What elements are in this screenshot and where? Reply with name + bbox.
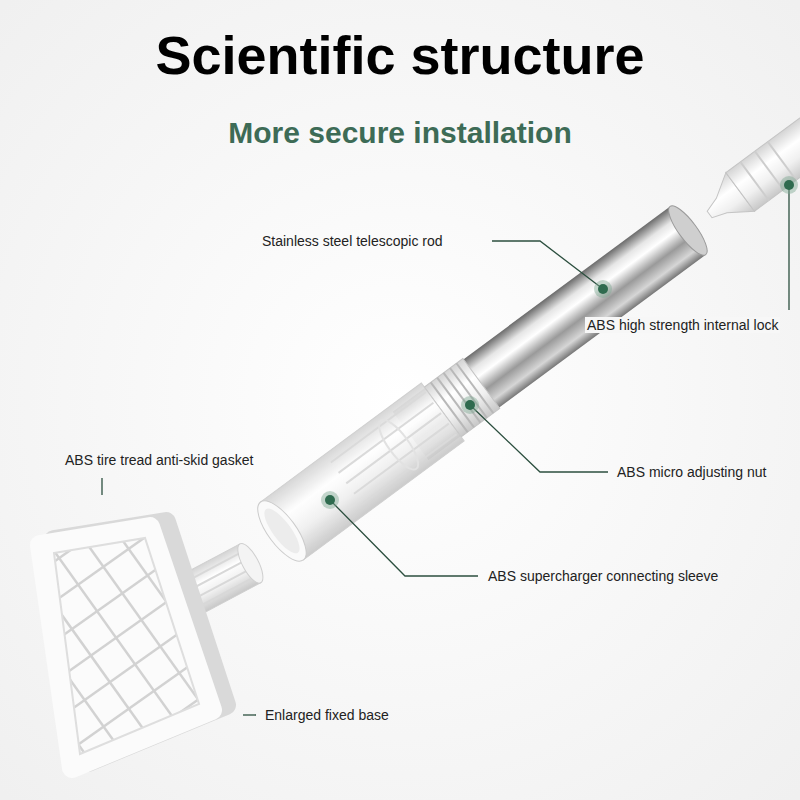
leader-lines <box>102 185 789 715</box>
dot <box>325 495 335 505</box>
part-label: Enlarged fixed base <box>265 707 389 723</box>
part-label: ABS high strength internal lock <box>585 317 780 333</box>
dot <box>465 400 475 410</box>
sleeve-face <box>249 494 314 569</box>
part-label: ABS micro adjusting nut <box>617 464 766 480</box>
subtitle: More secure installation <box>228 116 571 151</box>
sleeve-hole <box>259 504 306 558</box>
leader-dots <box>321 176 798 509</box>
rod-end <box>663 201 713 260</box>
dot-halo <box>780 176 798 194</box>
stub-end <box>233 540 268 586</box>
leader-line <box>470 405 608 472</box>
sleeve-ribs <box>331 392 457 504</box>
pad-rim <box>54 538 199 754</box>
leader-line <box>492 241 603 289</box>
dot-halo <box>321 491 339 509</box>
sleeve-inner <box>373 415 425 475</box>
title: Scientific structure <box>155 24 644 86</box>
leader-line <box>101 478 102 495</box>
dot-halo <box>594 280 612 298</box>
leader-line <box>330 500 478 576</box>
part-label: ABS tire tread anti-skid gasket <box>65 452 253 468</box>
dot <box>784 180 794 190</box>
dot-halo <box>461 396 479 414</box>
internal-lock <box>726 54 800 212</box>
fixed-base <box>0 390 384 800</box>
dot <box>598 284 608 294</box>
leader-line <box>788 185 789 310</box>
tread-grid <box>0 390 384 800</box>
part-label: Stainless steel telescopic rod <box>262 233 443 249</box>
part-label: ABS supercharger connecting sleeve <box>488 568 718 584</box>
leader-line <box>243 714 256 715</box>
pad-face <box>40 527 212 768</box>
